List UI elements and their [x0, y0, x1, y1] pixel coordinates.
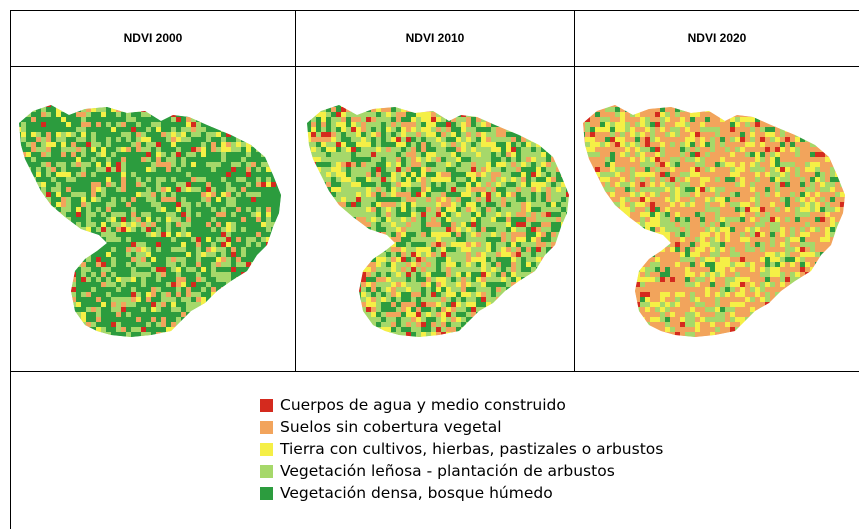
raster-cells	[583, 105, 845, 337]
ndvi-map-2010	[296, 67, 574, 371]
legend-label-bare-soil: Suelos sin cobertura vegetal	[280, 418, 502, 436]
legend-swatch-crops-grass	[260, 442, 273, 456]
ndvi-raster-2000	[19, 105, 281, 337]
panel-title-2000: NDVI 2000	[123, 31, 183, 45]
legend-item-bare-soil: Suelos sin cobertura vegetal	[260, 416, 663, 438]
figure-frame	[10, 10, 859, 529]
legend-item-woody-vegetation: Vegetación leñosa - plantación de arbust…	[260, 460, 663, 482]
ndvi-map-2020	[575, 67, 859, 371]
legend-swatch-dense-forest	[260, 486, 273, 500]
ndvi-map-2000	[11, 67, 295, 371]
legend-swatch-bare-soil	[260, 420, 273, 434]
legend-label-water-built: Cuerpos de agua y medio construido	[280, 396, 566, 414]
maps-divider	[10, 371, 859, 372]
legend-item-dense-forest: Vegetación densa, bosque húmedo	[260, 482, 663, 504]
legend-item-water-built: Cuerpos de agua y medio construido	[260, 394, 663, 416]
panel-title-2010: NDVI 2010	[405, 31, 465, 45]
legend: Cuerpos de agua y medio construido Suelo…	[260, 394, 663, 504]
header-divider	[10, 66, 859, 67]
legend-label-woody-vegetation: Vegetación leñosa - plantación de arbust…	[280, 462, 615, 480]
legend-item-crops-grass: Tierra con cultivos, hierbas, pastizales…	[260, 438, 663, 460]
panel-title-2020: NDVI 2020	[687, 31, 747, 45]
legend-label-crops-grass: Tierra con cultivos, hierbas, pastizales…	[280, 440, 664, 458]
ndvi-raster-2010	[307, 105, 569, 337]
raster-cells	[307, 105, 569, 337]
column-divider-1	[295, 10, 296, 372]
legend-label-dense-forest: Vegetación densa, bosque húmedo	[280, 484, 553, 502]
legend-swatch-woody-vegetation	[260, 464, 273, 478]
ndvi-raster-2020	[583, 105, 845, 337]
column-divider-2	[574, 10, 575, 372]
legend-swatch-water-built	[260, 398, 273, 412]
raster-cells	[19, 105, 281, 337]
